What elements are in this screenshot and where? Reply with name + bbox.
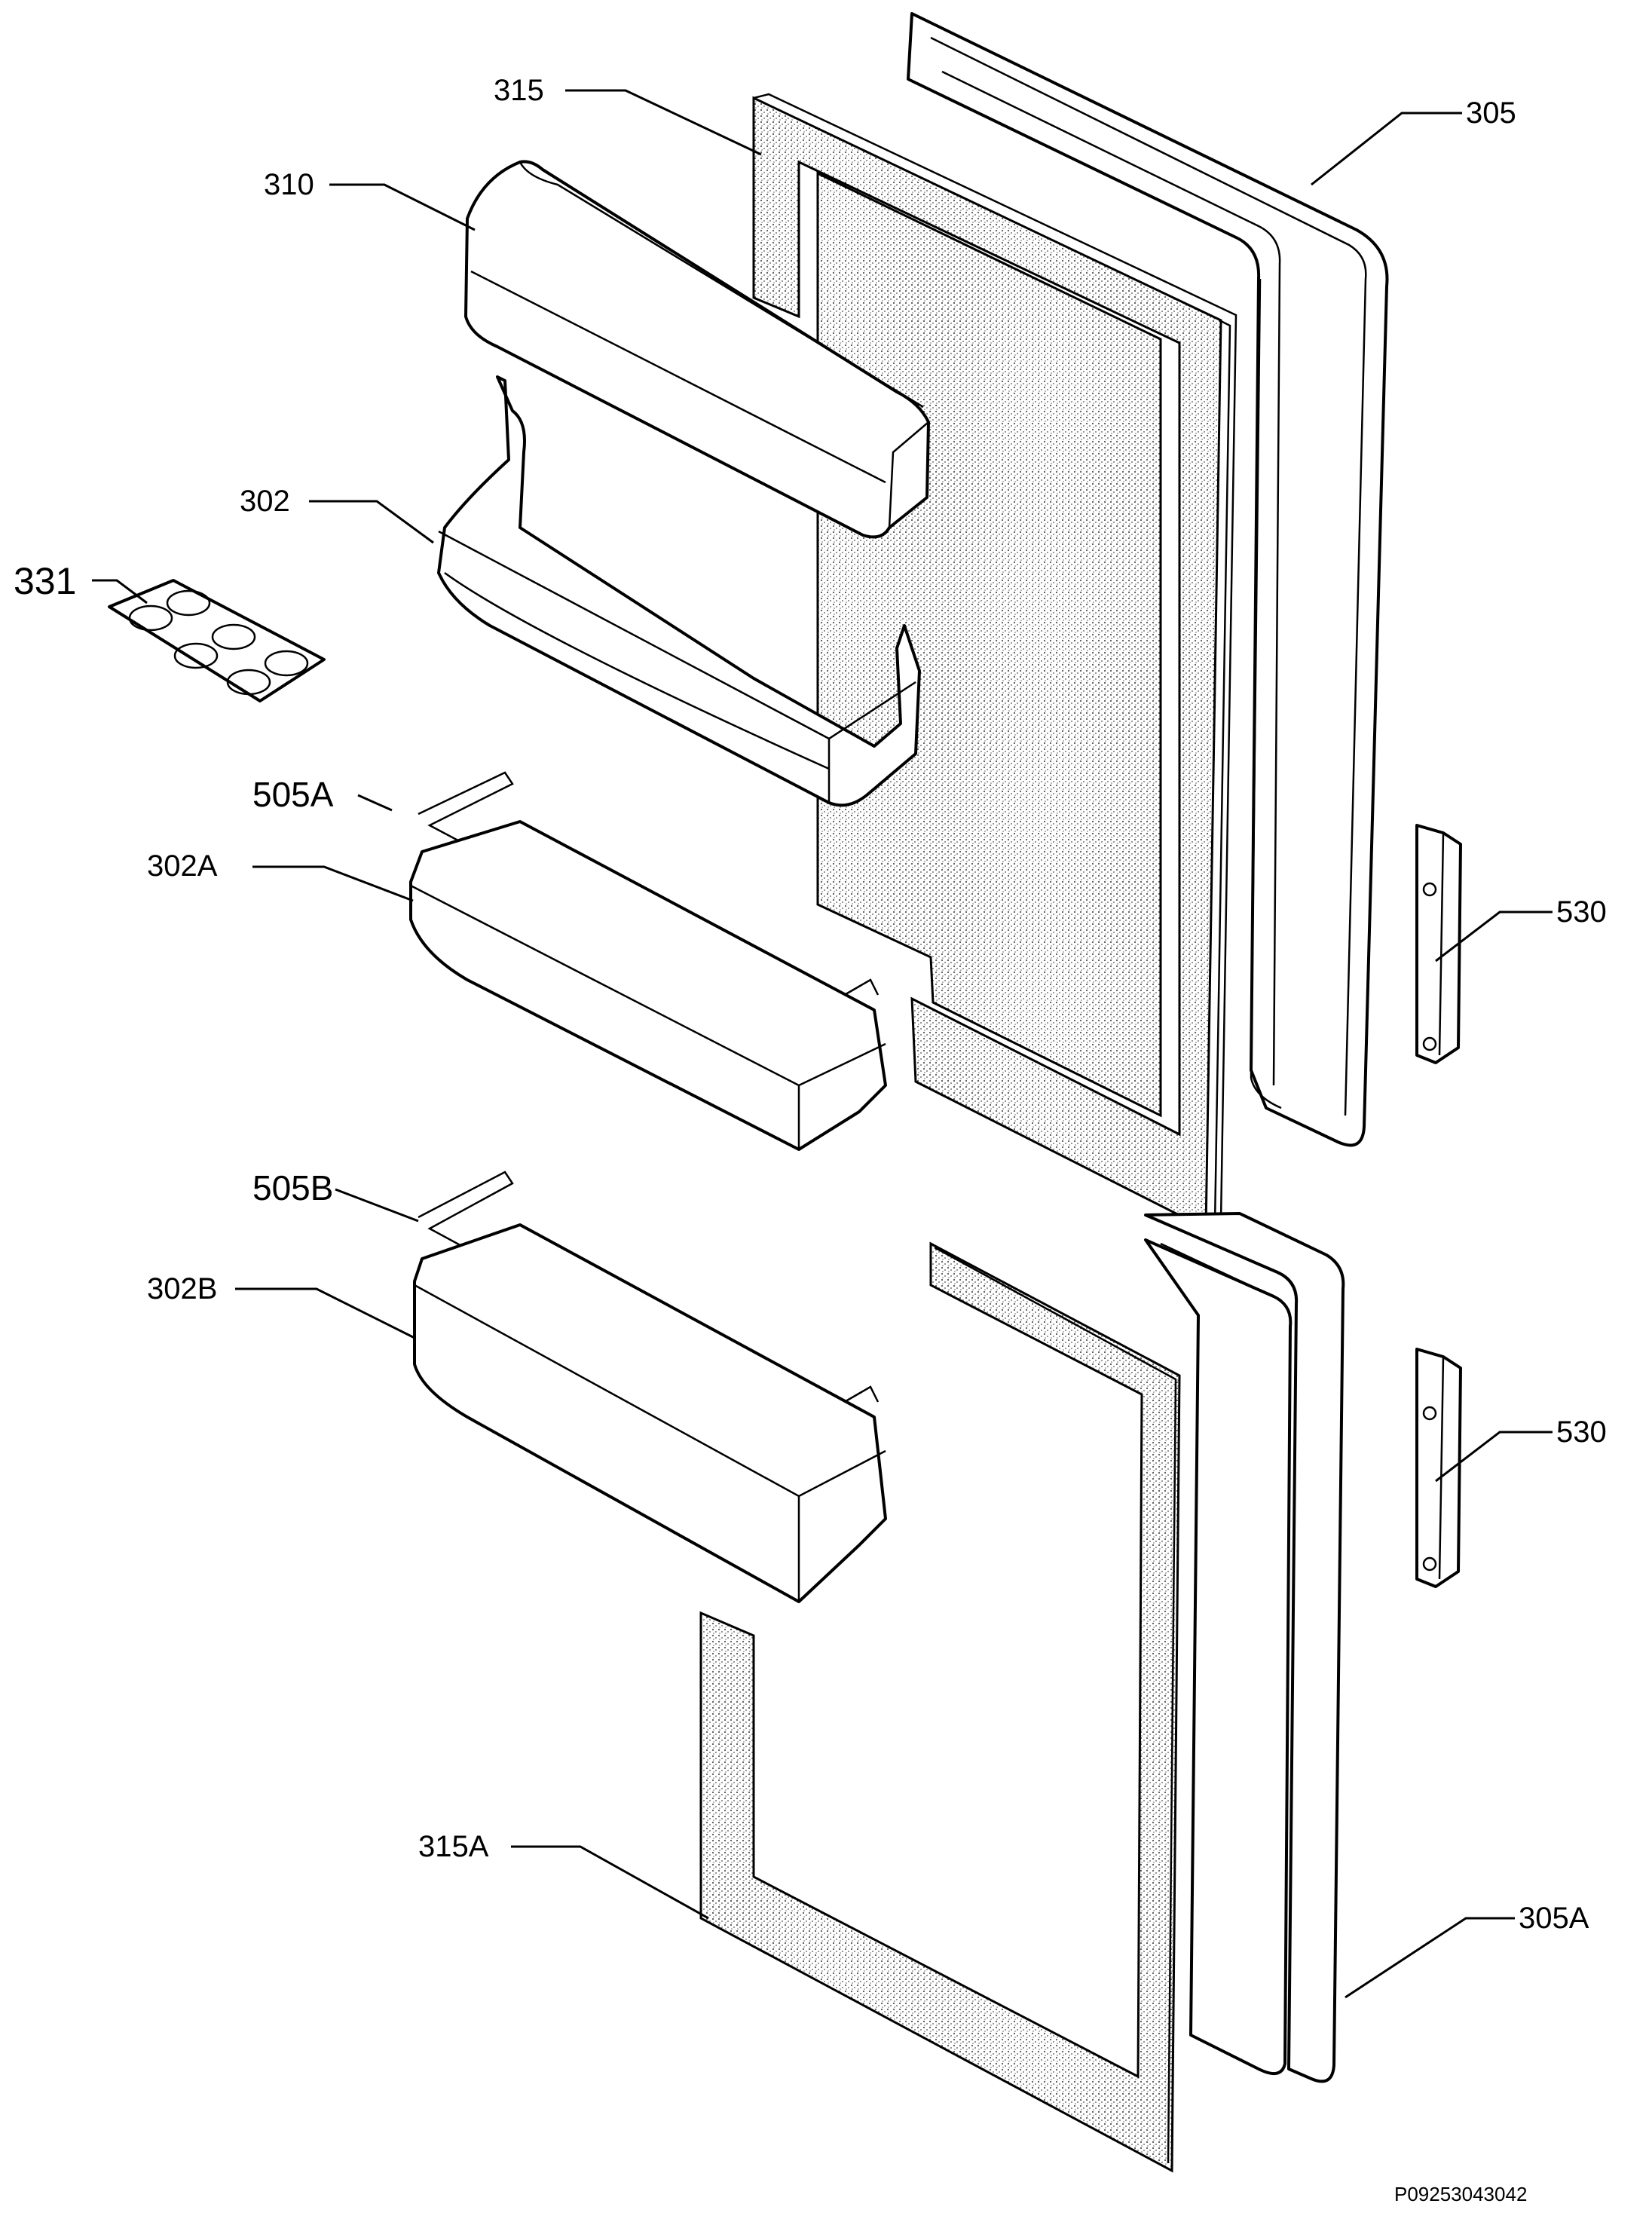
part-labels: 315 305 310 302 331 505A 302A 505B 302B … bbox=[14, 74, 1607, 1935]
label-305A: 305A bbox=[1519, 1902, 1589, 1935]
door-shelf-302A bbox=[409, 820, 887, 1151]
door-shelf-302 bbox=[437, 375, 921, 807]
lower-door-panel-305A bbox=[1144, 1212, 1345, 2083]
retaining-bar-505B bbox=[418, 1171, 880, 1430]
leader-lines bbox=[92, 89, 1553, 1999]
label-315A: 315A bbox=[418, 1830, 489, 1863]
hinge-530-upper bbox=[1415, 824, 1462, 1064]
label-331: 331 bbox=[14, 560, 76, 602]
label-310: 310 bbox=[264, 168, 314, 201]
label-305: 305 bbox=[1466, 96, 1516, 130]
label-530-lower: 530 bbox=[1556, 1415, 1607, 1449]
label-302A: 302A bbox=[147, 849, 218, 883]
hinge-530-lower bbox=[1415, 1348, 1462, 1588]
retaining-bar-505A bbox=[418, 771, 880, 1023]
label-530-upper: 530 bbox=[1556, 895, 1607, 929]
reference-code: P09253043042 bbox=[1394, 2183, 1527, 2205]
label-505B: 505B bbox=[252, 1168, 333, 1207]
label-315: 315 bbox=[494, 74, 544, 107]
upper-door-panel-305 bbox=[907, 12, 1389, 1147]
lower-door-gasket-315A bbox=[699, 1241, 1181, 2173]
dairy-cover-310 bbox=[464, 160, 930, 539]
door-shelf-302B bbox=[413, 1223, 887, 1603]
label-302B: 302B bbox=[147, 1272, 217, 1305]
egg-tray-331 bbox=[108, 579, 326, 702]
label-505A: 505A bbox=[252, 775, 334, 814]
label-302: 302 bbox=[240, 485, 290, 518]
